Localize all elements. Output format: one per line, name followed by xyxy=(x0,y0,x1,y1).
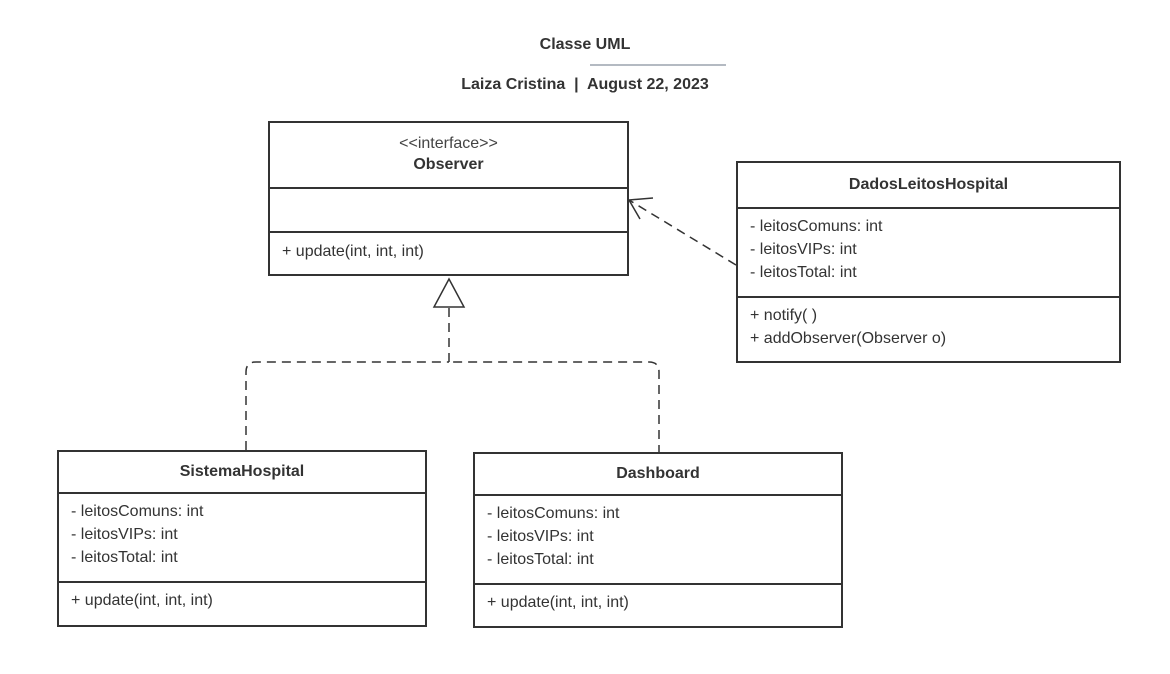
method-update: + update(int, int, int) xyxy=(71,592,213,609)
methods-section-observer: + update(int, int, int) xyxy=(270,233,627,269)
methods-section-dashboard: + update(int, int, int) xyxy=(475,585,841,620)
attributes-section-sistema: - leitosComuns: int - leitosVIPs: int - … xyxy=(59,494,425,583)
realization-connector-dashboard xyxy=(449,361,660,454)
subtitle-separator: | xyxy=(574,76,579,93)
dependency-connector-dados xyxy=(628,199,737,266)
class-box-dados-leitos-hospital: DadosLeitosHospital - leitosComuns: int … xyxy=(736,161,1121,363)
class-name-sistema: SistemaHospital xyxy=(179,463,305,480)
attributes-section-dashboard: - leitosComuns: int - leitosVIPs: int - … xyxy=(475,496,841,585)
method-update: + update(int, int, int) xyxy=(487,594,629,611)
class-header-observer: <<interface>> Observer xyxy=(270,123,627,189)
title-underline xyxy=(590,64,726,66)
dependency-open-arrowhead xyxy=(627,197,654,220)
attribute-leitos-vips: - leitosVIPs: int xyxy=(487,528,594,545)
class-name-observer: Observer xyxy=(413,156,484,173)
attribute-leitos-comuns: - leitosComuns: int xyxy=(71,503,204,520)
attribute-leitos-vips: - leitosVIPs: int xyxy=(71,526,178,543)
methods-section-sistema: + update(int, int, int) xyxy=(59,583,425,618)
method-update: + update(int, int, int) xyxy=(282,243,424,260)
method-notify: + notify( ) xyxy=(750,307,818,324)
method-add-observer: + addObserver(Observer o) xyxy=(750,330,947,347)
attributes-section-observer xyxy=(270,189,627,233)
class-box-observer: <<interface>> Observer + update(int, int… xyxy=(268,121,629,276)
class-name-dashboard: Dashboard xyxy=(616,465,700,482)
class-header-dados: DadosLeitosHospital xyxy=(738,163,1119,209)
stereotype-label: <<interface>> xyxy=(399,135,498,152)
realization-triangle-arrowhead xyxy=(432,277,466,308)
attributes-section-dados: - leitosComuns: int - leitosVIPs: int - … xyxy=(738,209,1119,298)
class-box-sistema-hospital: SistemaHospital - leitosComuns: int - le… xyxy=(57,450,427,627)
class-header-sistema: SistemaHospital xyxy=(59,452,425,494)
attribute-leitos-comuns: - leitosComuns: int xyxy=(750,218,883,235)
document-title: Classe UML xyxy=(539,36,631,53)
attribute-leitos-total: - leitosTotal: int xyxy=(71,549,178,566)
class-box-dashboard: Dashboard - leitosComuns: int - leitosVI… xyxy=(473,452,843,628)
class-name-dados: DadosLeitosHospital xyxy=(848,176,1009,193)
author-name: Laiza Cristina xyxy=(461,76,566,93)
class-header-dashboard: Dashboard xyxy=(475,454,841,496)
attribute-leitos-total: - leitosTotal: int xyxy=(750,264,857,281)
realization-connector-sistema xyxy=(245,361,449,450)
attribute-leitos-total: - leitosTotal: int xyxy=(487,551,594,568)
methods-section-dados: + notify( ) + addObserver(Observer o) xyxy=(738,298,1119,356)
attribute-leitos-comuns: - leitosComuns: int xyxy=(487,505,620,522)
document-subtitle: Laiza Cristina | August 22, 2023 xyxy=(0,76,1170,94)
attribute-leitos-vips: - leitosVIPs: int xyxy=(750,241,857,258)
document-date: August 22, 2023 xyxy=(586,76,709,93)
